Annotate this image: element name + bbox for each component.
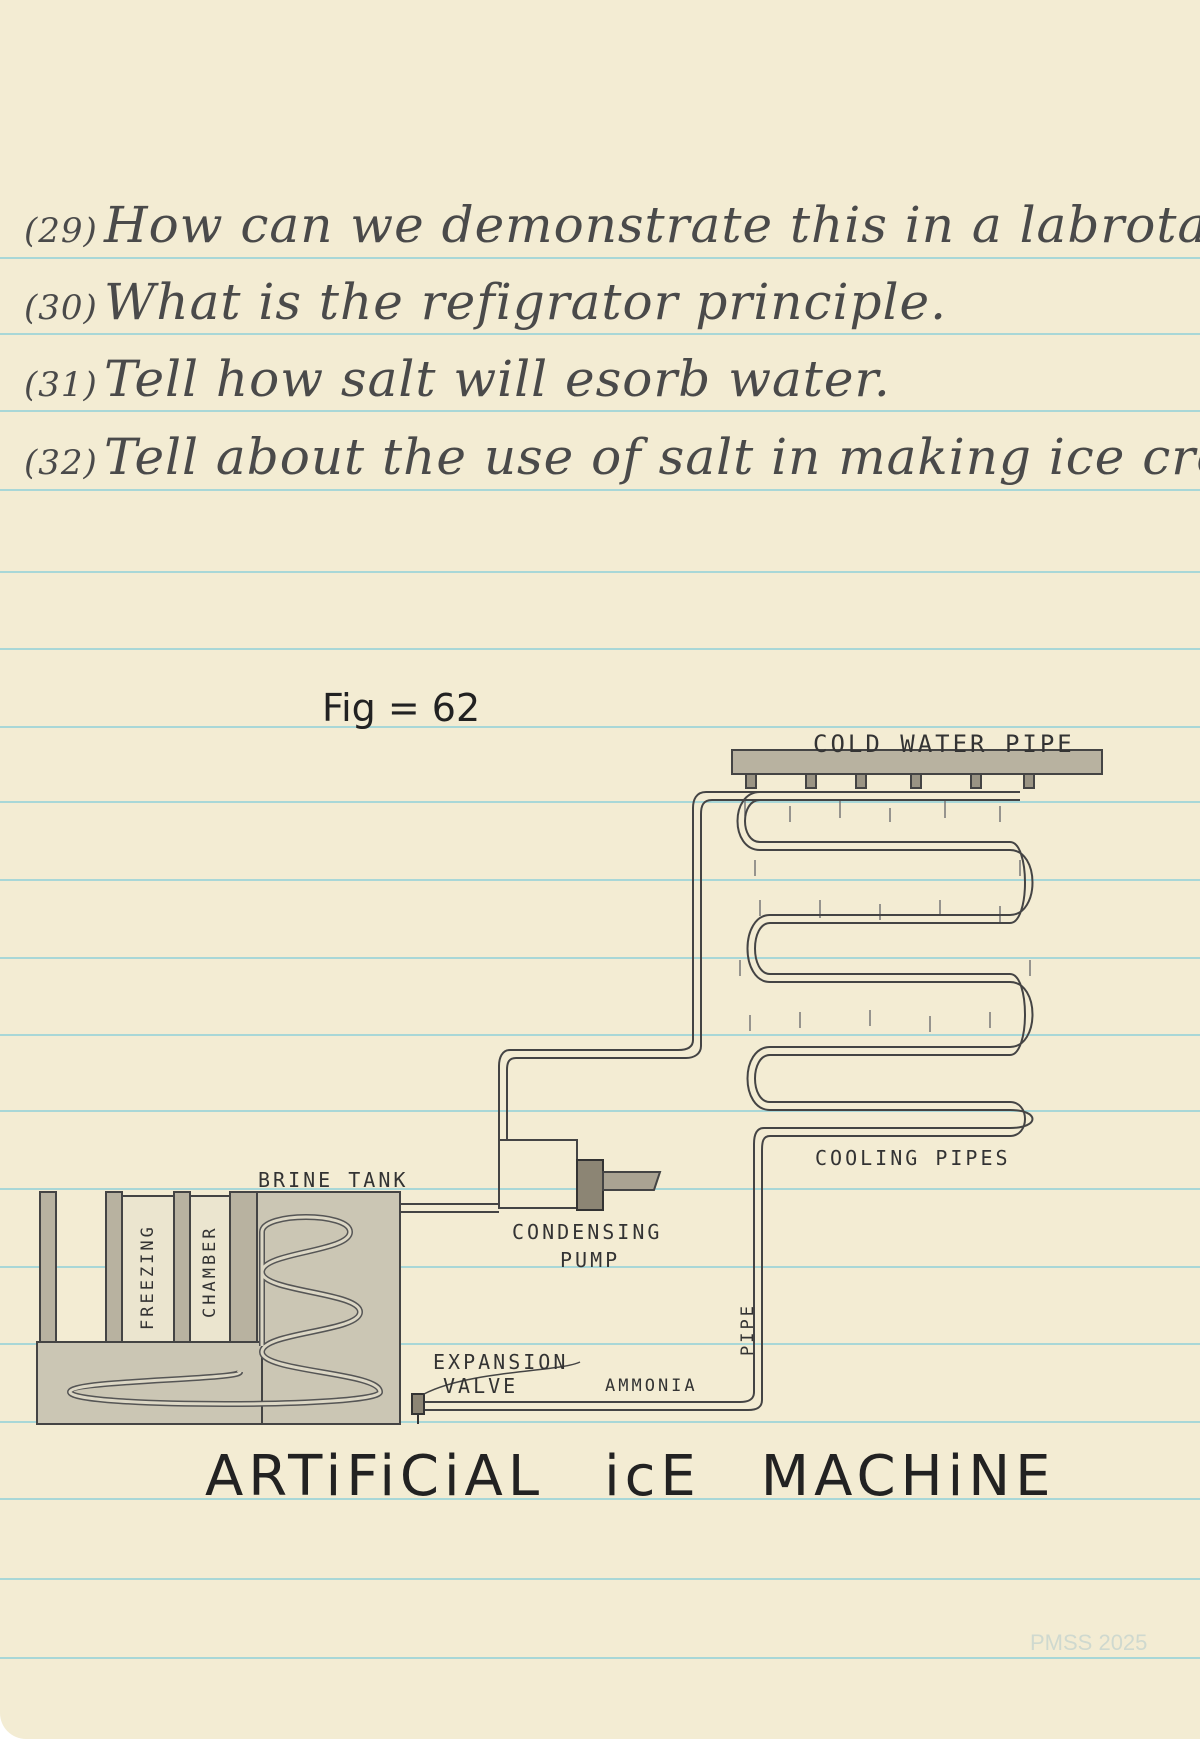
question-text: Tell about the use of salt in making ice… <box>104 428 1200 486</box>
question-text: How can we demonstrate this in a labrota… <box>104 196 1200 254</box>
question-number: (29) <box>24 211 98 251</box>
ruled-line <box>0 726 1200 728</box>
question-number: (30) <box>24 288 98 328</box>
watermark: PMSS 2025 <box>1030 1630 1148 1655</box>
ruled-line <box>0 1266 1200 1268</box>
question-text: Tell how salt will esorb water. <box>104 350 891 408</box>
cold-water-pipe-label: COLD WATER PIPE <box>813 730 1075 758</box>
title-word: MACHiNE <box>760 1444 1056 1509</box>
question-number: (32) <box>24 443 98 483</box>
chamber-label: CHAMBER <box>200 1225 220 1318</box>
expansion-label: EXPANSION <box>433 1350 569 1374</box>
ammonia-label: AMMONIA <box>605 1376 698 1396</box>
ruled-line <box>0 257 1200 259</box>
drawing-title: ARTiFiCiAL icE MACHiNE <box>205 1444 1115 1509</box>
freezing-label: FREEZING <box>138 1224 158 1330</box>
cooling-pipes-label: COOLING PIPES <box>815 1146 1011 1170</box>
ruled-line <box>0 957 1200 959</box>
expansion-valve <box>411 1361 581 1424</box>
ruled-line <box>0 1657 1200 1659</box>
ruled-line <box>0 801 1200 803</box>
pump-label: PUMP <box>560 1248 621 1272</box>
ruled-line <box>0 1343 1200 1345</box>
ruled-line <box>0 410 1200 412</box>
question-32: (32)Tell about the use of salt in making… <box>24 428 1200 486</box>
title-word: icE <box>604 1444 701 1509</box>
question-31: (31)Tell how salt will esorb water. <box>24 350 1184 408</box>
question-number: (31) <box>24 365 98 405</box>
ruled-line <box>0 1578 1200 1580</box>
question-29: (29)How can we demonstrate this in a lab… <box>24 196 1200 254</box>
question-text: What is the refigrator principle. <box>104 273 947 331</box>
ruled-line <box>0 1498 1200 1500</box>
ruled-line <box>0 879 1200 881</box>
brine-tank <box>36 1191 401 1425</box>
figure-label: Fig = 62 <box>322 686 481 730</box>
ruled-line <box>0 1110 1200 1112</box>
water-spray <box>739 800 1031 1032</box>
ruled-line <box>0 333 1200 335</box>
valve-label: VALVE <box>443 1374 519 1398</box>
pipe-label: PIPE <box>738 1303 758 1356</box>
question-30: (30)What is the refigrator principle. <box>24 273 1184 331</box>
ruled-line <box>0 489 1200 491</box>
ruled-line <box>0 648 1200 650</box>
title-word: ARTiFiCiAL <box>205 1444 545 1509</box>
freezing-chamber <box>39 1191 258 1343</box>
ruled-line <box>0 1421 1200 1423</box>
cooling-coil <box>736 791 1034 1137</box>
ruled-line <box>0 571 1200 573</box>
brine-tank-label: BRINE TANK <box>258 1168 409 1192</box>
cold-water-pipe <box>731 749 1103 789</box>
ammonia-pipe <box>420 791 772 1411</box>
condensing-label: CONDENSING <box>512 1220 663 1244</box>
condensing-pump <box>400 1139 662 1213</box>
ruled-line <box>0 1034 1200 1036</box>
